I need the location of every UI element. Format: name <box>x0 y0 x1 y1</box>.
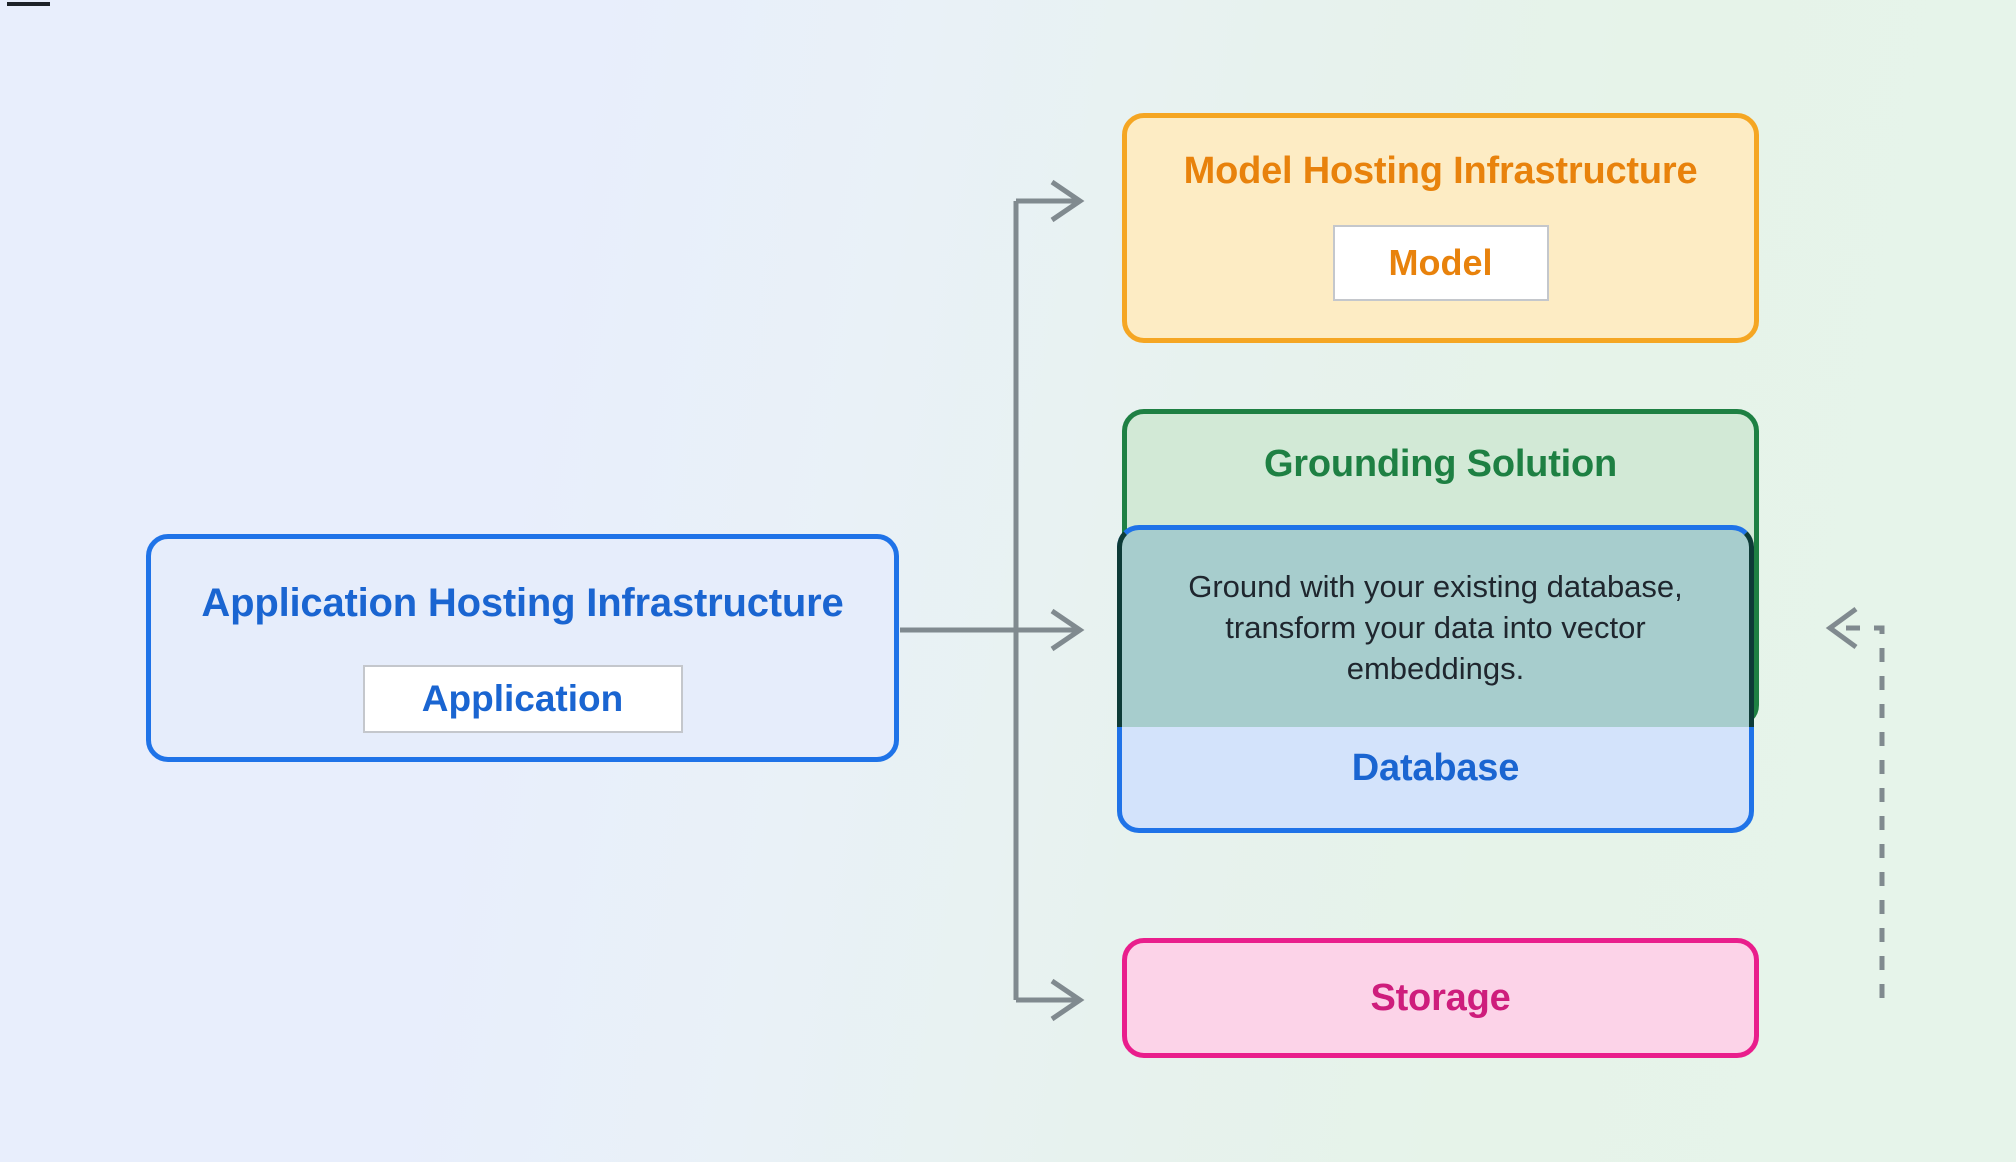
top-left-marker <box>7 2 50 6</box>
arrowhead-to-model-icon <box>1050 179 1085 223</box>
grounding-description-text: Ground with your existing database, tran… <box>1188 569 1683 686</box>
model-hosting-infrastructure-box[interactable]: Model Hosting Infrastructure Model <box>1122 113 1759 343</box>
storage-box[interactable]: Storage <box>1122 938 1759 1058</box>
arrowhead-to-storage-icon <box>1050 978 1085 1022</box>
database-title: Database <box>1351 747 1520 789</box>
storage-title: Storage <box>1370 976 1511 1019</box>
model-chip[interactable]: Model <box>1332 225 1549 301</box>
application-hosting-title: Application Hosting Infrastructure <box>201 581 844 625</box>
model-hosting-title: Model Hosting Infrastructure <box>1183 150 1698 192</box>
arrowhead-to-grounding-icon <box>1050 608 1085 652</box>
application-hosting-infrastructure-box[interactable]: Application Hosting Infrastructure Appli… <box>146 534 899 762</box>
grounding-solution-title: Grounding Solution <box>1263 443 1618 485</box>
connector-storage-to-database <box>1838 625 1885 998</box>
grounding-database-overlap-region: Ground with your existing database, tran… <box>1117 525 1754 727</box>
application-chip[interactable]: Application <box>362 665 683 733</box>
arrowhead-to-database-icon <box>1825 606 1858 650</box>
